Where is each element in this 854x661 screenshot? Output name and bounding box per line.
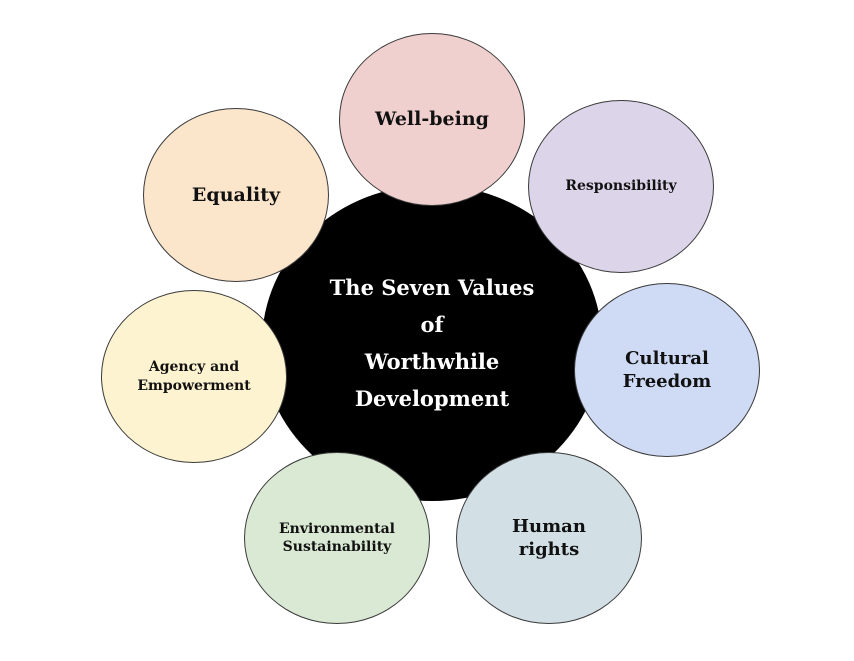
value-circle-responsibility: Responsibility [528,100,714,273]
value-label-wellbeing: Well-being [375,108,489,131]
value-circle-environmental-sustainability: Environmental Sustainability [244,452,430,624]
value-circle-cultural-freedom: Cultural Freedom [574,283,760,457]
value-circle-human-rights: Human rights [456,452,642,624]
value-label-equality: Equality [191,183,281,206]
value-label-responsibility: Responsibility [565,178,677,195]
value-label-agency-empowerment: Agency and Empowerment [137,359,251,394]
value-label-cultural-freedom: Cultural Freedom [622,347,712,392]
value-circle-agency-empowerment: Agency and Empowerment [101,290,287,463]
value-label-human-rights: Human rights [512,515,586,560]
center-title: The Seven Values of Worthwhile Developme… [329,275,535,411]
value-circle-wellbeing: Well-being [339,33,525,206]
value-label-environmental-sustainability: Environmental Sustainability [279,520,395,555]
value-circle-equality: Equality [143,108,329,282]
